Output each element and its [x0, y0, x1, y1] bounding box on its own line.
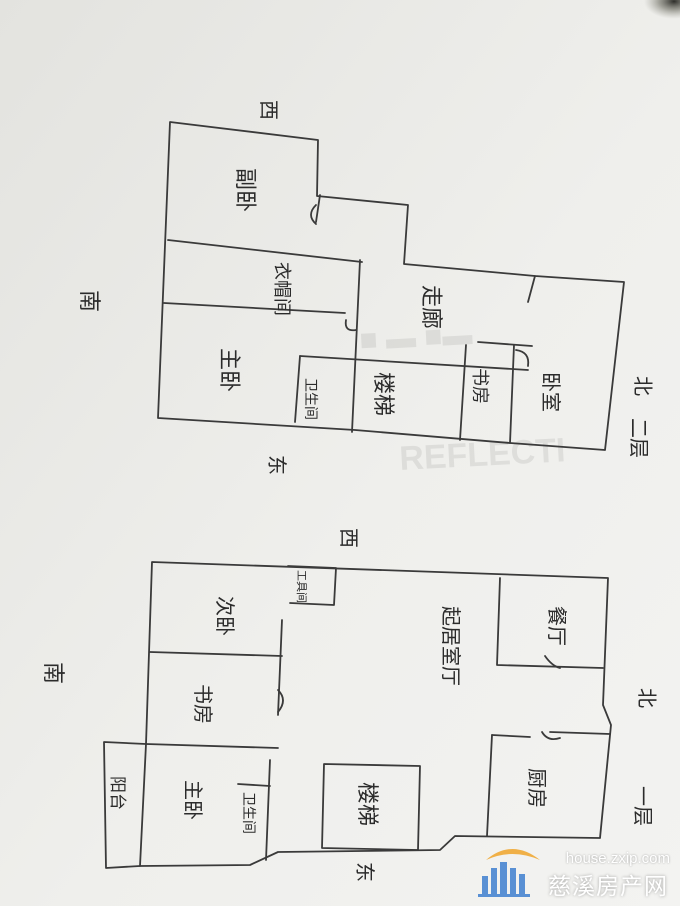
floor1-room-balcony: 阳台 — [107, 776, 127, 810]
svg-text:REFLECTI: REFLECTI — [398, 431, 566, 478]
watermark-url: house.zxip.com — [565, 850, 670, 867]
floor1-room-dining: 餐厅 — [545, 606, 569, 646]
floor1-room-secondary-bedroom: 次卧 — [213, 596, 237, 636]
floor2-room-secondary-bedroom: 副卧 — [232, 168, 257, 212]
floor1-room-stairs: 楼梯 — [354, 782, 379, 826]
watermark: house.zxip.com 慈溪房产网 — [548, 850, 678, 901]
floor2-room-cloakroom: 衣帽间 — [271, 262, 292, 316]
floor2-walls — [157, 121, 625, 451]
floor1-room-study: 书房 — [191, 684, 215, 724]
floor1-north-label: 北 — [635, 688, 659, 708]
floor1-east-label: 东 — [353, 862, 377, 882]
floor2-east-label: 东 — [265, 455, 289, 475]
floor1-floor-label: 一层 — [631, 786, 655, 826]
floor2-room-stairs: 楼梯 — [370, 372, 395, 416]
floor2-north-label: 北 — [631, 376, 655, 396]
svg-text:■ ▬ ■▬: ■ ▬ ■▬ — [359, 318, 473, 357]
floor2-room-corridor: 走廊 — [418, 285, 443, 329]
floor2-room-bedroom: 卧室 — [539, 372, 563, 412]
floor1-south-label: 南 — [40, 662, 65, 684]
paper-corner-shadow — [560, 0, 680, 70]
floor2-room-master-bedroom: 主卧 — [216, 348, 241, 392]
floor1-room-utility: 工具间 — [295, 570, 308, 603]
floor2-south-label: 南 — [76, 290, 101, 312]
floor1-room-master-bedroom: 主卧 — [181, 780, 205, 820]
watermark-site-name: 慈溪房产网 — [548, 874, 668, 900]
floor2-room-bathroom: 卫生间 — [302, 378, 318, 420]
floor2-floor-label: 二层 — [627, 418, 651, 458]
floor1-room-kitchen: 厨房 — [525, 768, 549, 808]
watermark-logo-icon — [478, 849, 540, 897]
floor2-room-study: 书房 — [469, 368, 490, 404]
floor1-walls — [103, 561, 612, 869]
floor1-room-living: 起居室厅 — [439, 606, 463, 686]
floor1-room-bathroom: 卫生间 — [240, 792, 256, 834]
floor1-west-label: 西 — [337, 528, 361, 548]
bleed-through-print: REFLECTI ■ ▬ ■▬ — [359, 318, 567, 478]
floor2-west-label: 西 — [257, 100, 281, 120]
